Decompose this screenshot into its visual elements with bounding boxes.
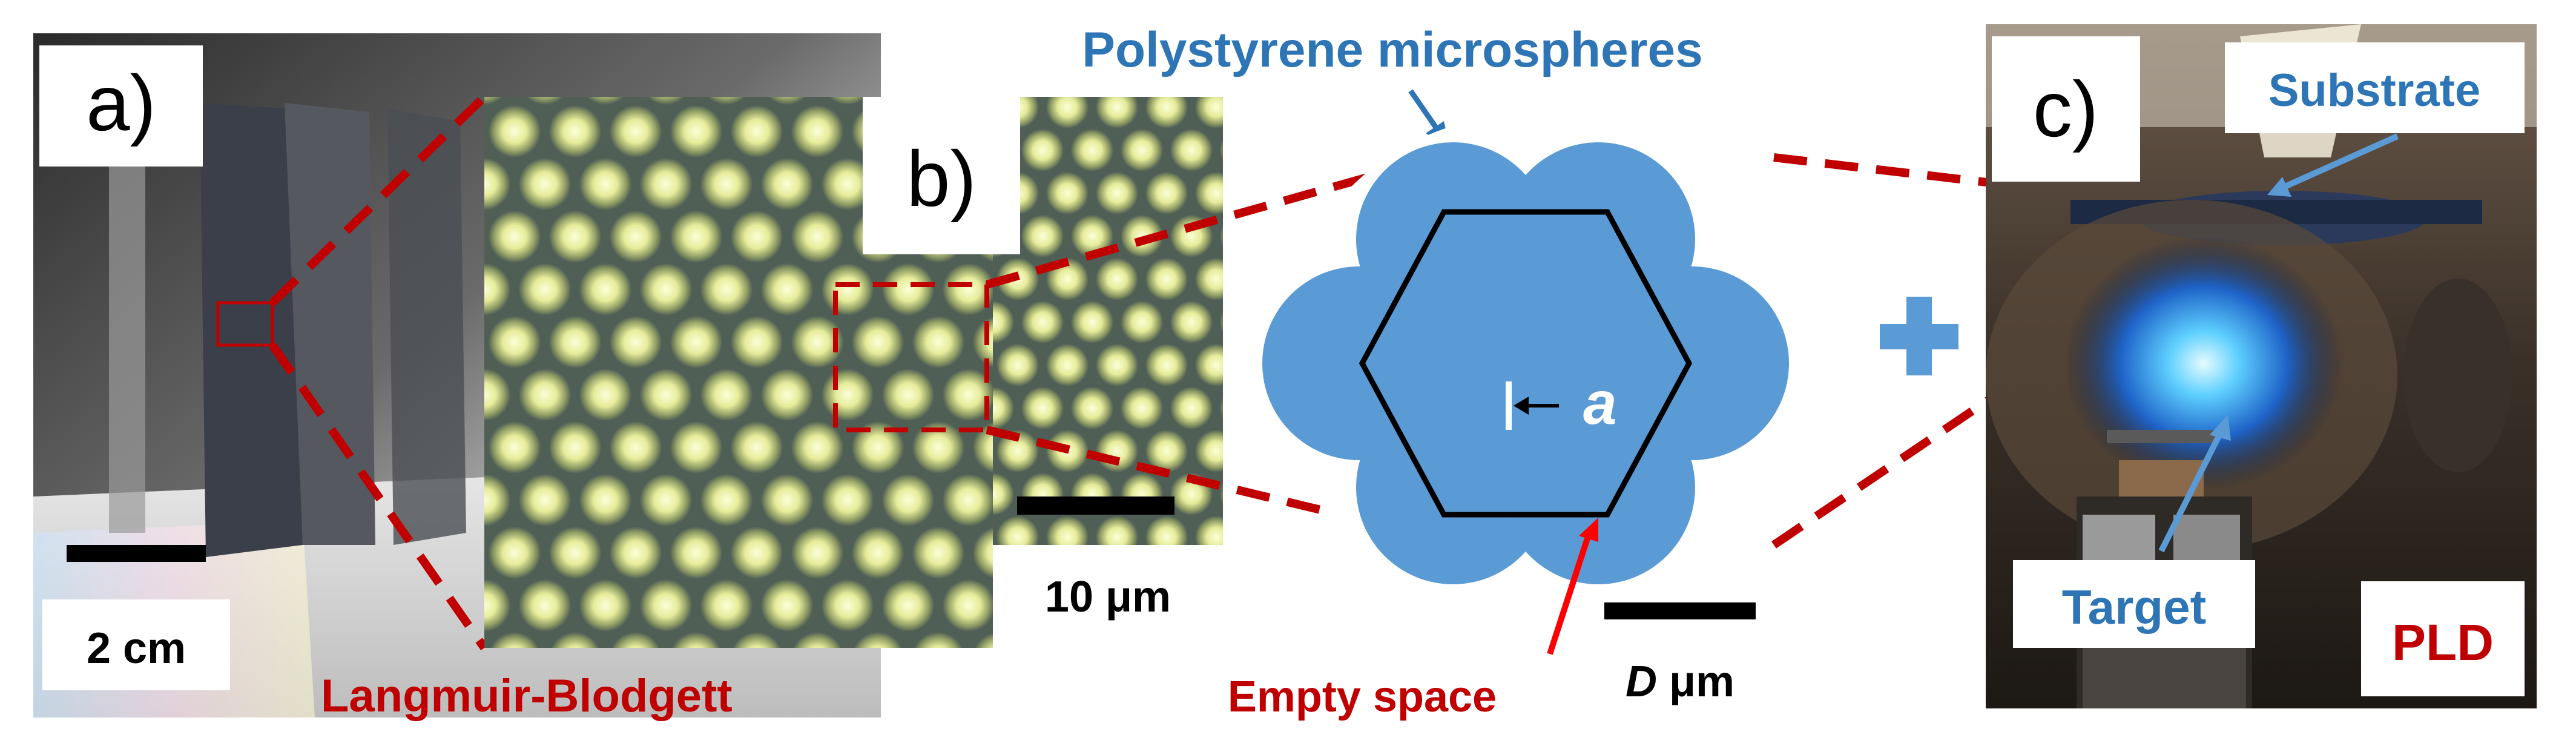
zoom-box-b	[833, 282, 989, 432]
gap-indicator	[1506, 381, 1512, 430]
zoom-box-a	[216, 301, 274, 347]
schematic-title: Polystyrene microspheres	[1082, 22, 1702, 78]
plus-icon	[1880, 297, 1958, 375]
target-label-box: Target	[2013, 560, 2255, 648]
microsphere-schematic: a	[1262, 115, 1789, 612]
hexagon-outline	[1359, 209, 1693, 518]
zoom-line-b-top	[986, 159, 1418, 289]
langmuir-blodgett-label: Langmuir-Blodgett	[321, 670, 733, 722]
scale-bar-a-label-box: 2 cm	[42, 599, 230, 690]
scale-bar-a-label: 2 cm	[87, 624, 186, 673]
panel-a-label-box: a)	[39, 45, 203, 167]
gap-arrow-head	[1514, 397, 1529, 415]
substrate-arrow-head	[2267, 177, 2291, 197]
pld-label-box: PLD	[2361, 581, 2525, 696]
scale-bar-b-label: 10 μm	[1045, 573, 1171, 621]
panel-b-label-box: b)	[863, 97, 1020, 254]
scale-bar-b-label-box: 10 μm	[993, 545, 1223, 648]
zoom-line-a-bottom	[269, 342, 488, 651]
empty-space-arrow-head	[1579, 518, 1598, 542]
target-arrow	[2158, 428, 2225, 553]
gap-label: a	[1583, 369, 1617, 437]
scale-bar-schematic	[1604, 602, 1756, 619]
microsphere-arrow	[1408, 89, 1440, 132]
substrate-label-box: Substrate	[2225, 42, 2525, 133]
empty-space-arrow	[1547, 532, 1592, 655]
panel-b-label: b)	[906, 134, 977, 223]
panel-c-label-box: c)	[1992, 36, 2140, 182]
scale-bar-b	[1017, 497, 1174, 515]
diameter-label: D μm	[1626, 658, 1734, 706]
substrate-arrow	[2281, 133, 2399, 191]
scale-bar-a	[67, 545, 206, 562]
target-label: Target	[2062, 580, 2207, 634]
pld-label: PLD	[2392, 614, 2494, 671]
panel-c-label: c)	[2033, 65, 2098, 153]
empty-space-label: Empty space	[1228, 673, 1497, 721]
substrate-label: Substrate	[2268, 65, 2481, 116]
target-arrow-head	[2210, 415, 2231, 441]
panel-a-label: a)	[86, 59, 156, 147]
